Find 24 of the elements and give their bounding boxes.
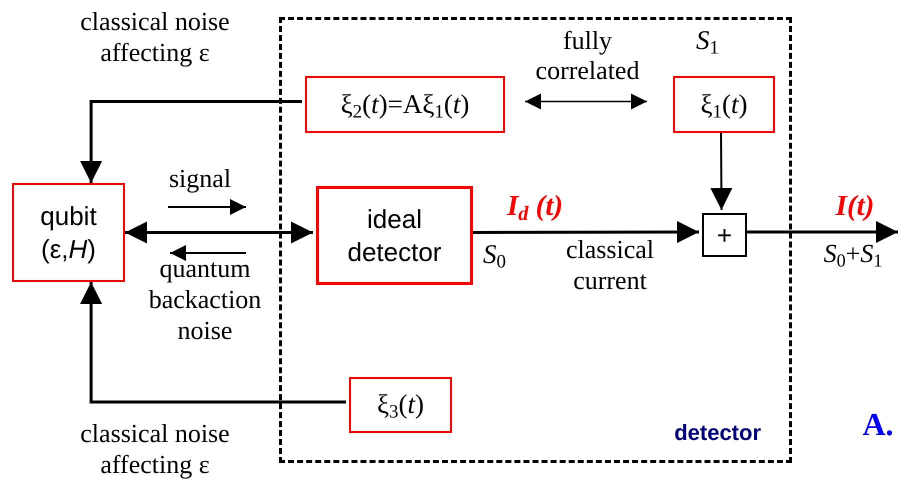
edge-label: I(t) xyxy=(834,190,876,224)
annotation-text: S$_{0}$+S$_{1}$ xyxy=(822,238,884,270)
process-box: ideal detector xyxy=(316,186,473,285)
summing-junction: + xyxy=(702,213,747,257)
process-box: ξ$_{1}$(t) xyxy=(673,76,775,133)
node-caption: S$_{1}$ xyxy=(696,24,719,56)
edge-label: I$_{d}$ (t) xyxy=(506,190,564,224)
edge-label: fully correlated xyxy=(534,26,640,86)
process-box: ξ$_{2}$(t)=Aξ$_{1}$(t) xyxy=(305,76,505,133)
annotation-text: classical noise affecting ε xyxy=(79,418,231,480)
annotation-text: quantum backaction noise xyxy=(148,253,262,347)
group-title: detector xyxy=(674,420,761,446)
annotation-text: signal xyxy=(168,163,232,194)
annotation-text: classical current xyxy=(564,234,656,296)
process-box: qubit (ε,H) xyxy=(12,183,125,282)
panel-label: A. xyxy=(861,405,895,444)
arrow xyxy=(125,222,313,244)
detector-boundary xyxy=(279,17,792,463)
arrow xyxy=(80,282,346,404)
process-box: ξ$_{3}$(t) xyxy=(349,377,452,433)
arrow xyxy=(80,100,302,183)
node-caption: S$_{0}$ xyxy=(483,238,506,270)
annotation-text: classical noise affecting ε xyxy=(79,6,231,68)
arrow xyxy=(525,94,647,110)
